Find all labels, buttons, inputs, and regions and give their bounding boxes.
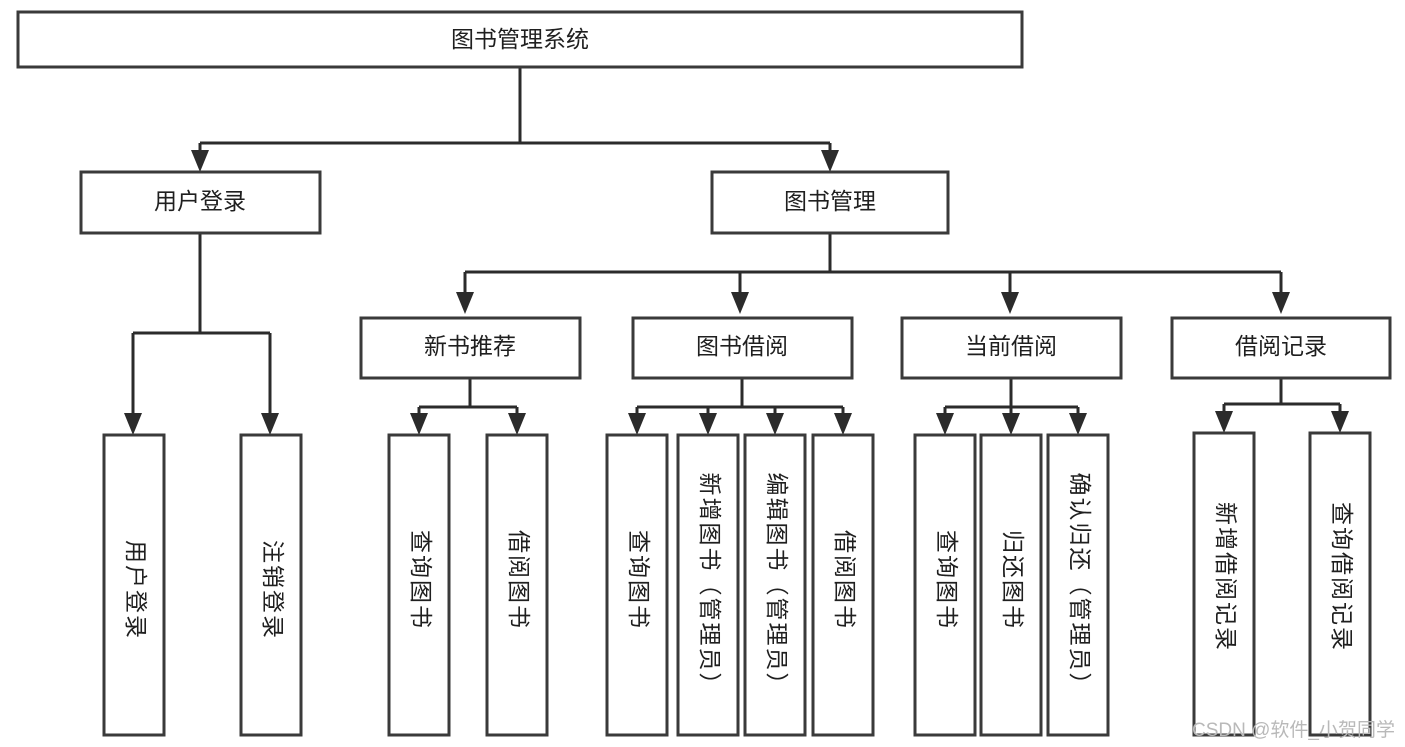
node-leaf-query-book-3-box[interactable] bbox=[913, 433, 977, 737]
node-leaf-user-logout[interactable]: 注销登录 bbox=[239, 433, 303, 737]
node-leaf-user-login[interactable]: 用户登录 bbox=[102, 433, 166, 737]
node-leaf-user-logout-label: 注销登录 bbox=[260, 540, 286, 640]
node-book-borrow-label: 图书借阅 bbox=[696, 333, 788, 359]
node-leaf-add-record[interactable]: 新增借阅记录 bbox=[1192, 431, 1256, 737]
node-root-box[interactable] bbox=[16, 10, 1024, 69]
arrow-borrowrecord-leaf-2 bbox=[1331, 411, 1349, 433]
node-leaf-confirm-return-box[interactable] bbox=[1046, 433, 1110, 737]
node-leaf-query-book-1[interactable]: 查询图书 bbox=[387, 433, 451, 737]
node-book-manage[interactable]: 图书管理 bbox=[710, 170, 950, 235]
node-leaf-query-book-3[interactable]: 查询图书 bbox=[913, 433, 977, 737]
node-current-borrow[interactable]: 当前借阅 bbox=[900, 316, 1123, 380]
arrow-bookborrow-leaf-4 bbox=[834, 413, 852, 435]
node-leaf-query-book-2-box[interactable] bbox=[605, 433, 669, 737]
node-leaf-borrow-book-2-label: 借阅图书 bbox=[832, 530, 858, 630]
node-leaf-add-record-label: 新增借阅记录 bbox=[1213, 502, 1239, 652]
arrow-userlogin-leaf-2 bbox=[261, 413, 279, 435]
node-leaf-query-book-2[interactable]: 查询图书 bbox=[605, 433, 669, 737]
arrow-bookmanage-to-borrow-record bbox=[1272, 292, 1290, 314]
arrow-bookmanage-to-new-book-rec bbox=[456, 292, 474, 314]
node-user-login-box[interactable] bbox=[79, 170, 322, 235]
arrow-currentborrow-leaf-3 bbox=[1069, 413, 1087, 435]
node-leaf-borrow-book-2-box[interactable] bbox=[811, 433, 875, 737]
node-leaf-borrow-book-1[interactable]: 借阅图书 bbox=[485, 433, 549, 737]
node-book-manage-box[interactable] bbox=[710, 170, 950, 235]
node-leaf-add-book[interactable]: 新增图书（管理员） bbox=[676, 433, 740, 737]
node-leaf-query-book-3-label: 查询图书 bbox=[934, 530, 960, 630]
node-leaf-user-login-label: 用户登录 bbox=[123, 540, 149, 640]
node-leaf-confirm-return[interactable]: 确认归还（管理员） bbox=[1046, 433, 1110, 737]
arrow-userlogin-leaf-1 bbox=[124, 413, 142, 435]
arrow-currentborrow-leaf-2 bbox=[1002, 413, 1020, 435]
node-root[interactable]: 图书管理系统 bbox=[16, 10, 1024, 69]
node-root-label: 图书管理系统 bbox=[451, 26, 589, 52]
node-new-book-rec-box[interactable] bbox=[359, 316, 582, 380]
arrow-newbook-leaf-2 bbox=[508, 413, 526, 435]
arrow-bookborrow-leaf-1 bbox=[628, 413, 646, 435]
node-leaf-query-record[interactable]: 查询借阅记录 bbox=[1308, 431, 1372, 737]
node-leaf-edit-book[interactable]: 编辑图书（管理员） bbox=[743, 433, 807, 737]
node-leaf-query-record-label: 查询借阅记录 bbox=[1329, 502, 1355, 652]
arrow-borrowrecord-leaf-1 bbox=[1215, 411, 1233, 433]
node-new-book-rec-label: 新书推荐 bbox=[424, 333, 516, 359]
arrow-newbook-leaf-1 bbox=[410, 413, 428, 435]
arrow-currentborrow-leaf-1 bbox=[936, 413, 954, 435]
node-leaf-user-logout-box[interactable] bbox=[239, 433, 303, 737]
node-leaf-add-book-box[interactable] bbox=[676, 433, 740, 737]
node-leaf-edit-book-box[interactable] bbox=[743, 433, 807, 737]
arrow-root-to-book-manage bbox=[821, 150, 839, 172]
arrow-bookmanage-to-current-borrow bbox=[1001, 292, 1019, 314]
node-leaf-add-record-box[interactable] bbox=[1192, 431, 1256, 737]
node-leaf-borrow-book-1-box[interactable] bbox=[485, 433, 549, 737]
node-borrow-record-box[interactable] bbox=[1170, 316, 1392, 380]
node-leaf-edit-book-label: 编辑图书（管理员） bbox=[764, 473, 790, 698]
node-book-borrow-box[interactable] bbox=[631, 316, 854, 380]
node-leaf-query-book-1-box[interactable] bbox=[387, 433, 451, 737]
node-leaf-borrow-book-1-label: 借阅图书 bbox=[506, 530, 532, 630]
node-leaf-borrow-book-2[interactable]: 借阅图书 bbox=[811, 433, 875, 737]
node-book-borrow[interactable]: 图书借阅 bbox=[631, 316, 854, 380]
node-book-manage-label: 图书管理 bbox=[784, 188, 876, 214]
node-leaf-user-login-box[interactable] bbox=[102, 433, 166, 737]
arrow-bookborrow-leaf-2 bbox=[699, 413, 717, 435]
node-new-book-rec[interactable]: 新书推荐 bbox=[359, 316, 582, 380]
node-borrow-record[interactable]: 借阅记录 bbox=[1170, 316, 1392, 380]
node-leaf-return-book-label: 归还图书 bbox=[1000, 530, 1026, 630]
node-leaf-query-book-2-label: 查询图书 bbox=[626, 530, 652, 630]
node-leaf-query-record-box[interactable] bbox=[1308, 431, 1372, 737]
node-borrow-record-label: 借阅记录 bbox=[1235, 333, 1327, 359]
arrow-root-to-user-login bbox=[191, 150, 209, 172]
node-current-borrow-label: 当前借阅 bbox=[965, 333, 1057, 359]
arrow-bookborrow-leaf-3 bbox=[766, 413, 784, 435]
node-leaf-return-book-box[interactable] bbox=[979, 433, 1043, 737]
arrow-bookmanage-to-book-borrow bbox=[731, 292, 749, 314]
node-current-borrow-box[interactable] bbox=[900, 316, 1123, 380]
node-user-login-label: 用户登录 bbox=[154, 188, 246, 214]
node-leaf-add-book-label: 新增图书（管理员） bbox=[697, 473, 723, 698]
node-user-login[interactable]: 用户登录 bbox=[79, 170, 322, 235]
node-leaf-query-book-1-label: 查询图书 bbox=[408, 530, 434, 630]
connector-layer bbox=[124, 67, 1349, 435]
node-leaf-return-book[interactable]: 归还图书 bbox=[979, 433, 1043, 737]
node-leaf-confirm-return-label: 确认归还（管理员） bbox=[1067, 473, 1093, 698]
